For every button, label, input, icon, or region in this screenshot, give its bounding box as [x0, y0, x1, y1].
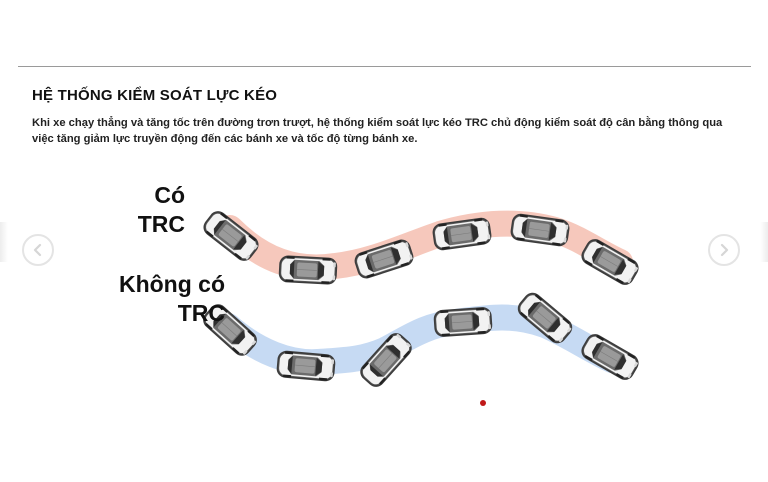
- with-trc-label-line1: Có: [154, 182, 185, 208]
- prev-slide-peek: [0, 222, 8, 262]
- without-trc-label-line2: TRC: [177, 300, 225, 326]
- car-trc-5: [508, 212, 572, 248]
- carousel-indicator-dot[interactable]: [480, 400, 486, 406]
- chevron-right-icon: [720, 243, 729, 257]
- car-notrc-6: [577, 330, 643, 384]
- without-trc-label: Không có TRC: [100, 270, 225, 328]
- car-notrc-2: [275, 349, 337, 383]
- car-trc-2: [277, 254, 339, 286]
- carousel-next-button[interactable]: [708, 234, 740, 266]
- section-title: HỆ THỐNG KIỂM SOÁT LỰC KÉO: [32, 87, 278, 104]
- with-trc-label: Có TRC: [120, 181, 185, 239]
- next-slide-peek: [760, 222, 768, 262]
- carousel-prev-button[interactable]: [22, 234, 54, 266]
- car-notrc-4: [432, 306, 494, 338]
- top-divider: [18, 66, 751, 67]
- section-description: Khi xe chạy thẳng và tăng tốc trên đường…: [32, 117, 723, 145]
- without-trc-label-line1: Không có: [118, 271, 225, 297]
- with-trc-label-line2: TRC: [137, 211, 185, 237]
- chevron-left-icon: [33, 243, 42, 257]
